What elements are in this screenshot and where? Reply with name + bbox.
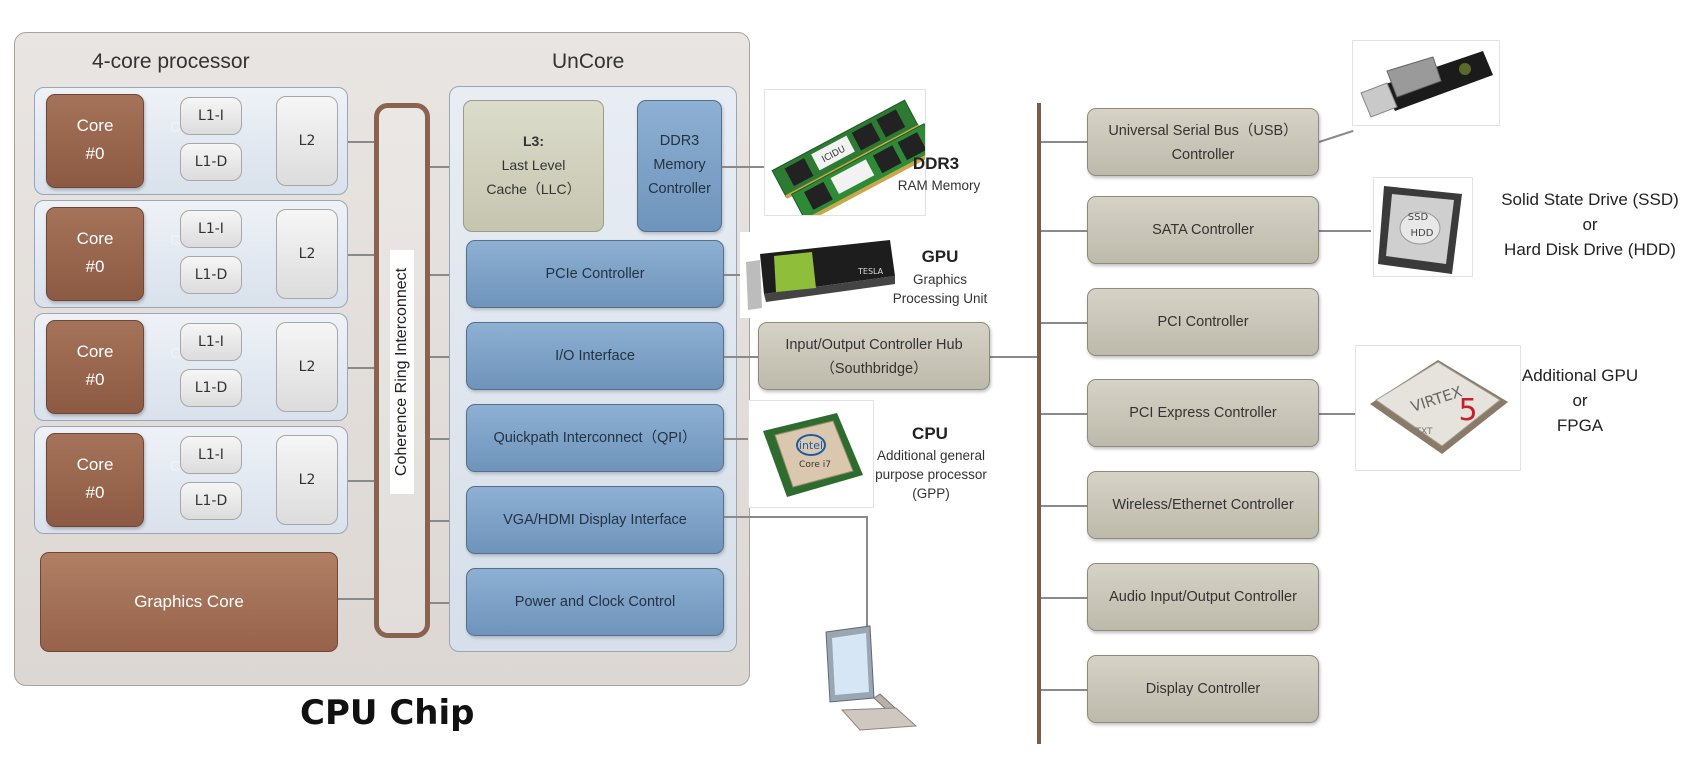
audio-io-controller: Audio Input/Output Controller xyxy=(1087,563,1319,631)
l2-ring-link xyxy=(338,480,374,482)
cpu-title: CPU xyxy=(912,424,948,443)
gpu-card-brand: TESLA xyxy=(857,267,884,276)
l2-cache: L2 xyxy=(276,209,338,299)
vga-monitor-drop xyxy=(866,516,868,626)
pcie-controller: PCIe Controller xyxy=(466,240,724,308)
qpi-interconnect: Quickpath Interconnect（QPI） xyxy=(466,404,724,472)
pcie-device-link xyxy=(1319,413,1367,415)
fpga-sub: TXT xyxy=(1414,427,1433,437)
uncore-title: UnCore xyxy=(552,50,625,73)
usb-device-link xyxy=(1318,129,1354,143)
fpga-mark: 5 xyxy=(1458,393,1477,428)
ring-qpi-link xyxy=(430,438,466,440)
cpu-brand: intel xyxy=(799,439,823,452)
storage-label: Solid State Drive (SSD) or Hard Disk Dri… xyxy=(1501,190,1679,259)
system-bus xyxy=(1037,103,1041,744)
l1-data-cache: L1-D xyxy=(180,143,242,181)
ram-title: DDR3 xyxy=(912,154,960,173)
bus-pci-link xyxy=(1041,322,1087,324)
cpu-image: intel Core i7 xyxy=(748,400,874,508)
qpi-cpu-link xyxy=(724,438,752,440)
l2-ring-link xyxy=(338,254,374,256)
ring-io-link xyxy=(430,356,466,358)
core-block: Core#0 xyxy=(46,433,144,527)
core-block: Core#0 xyxy=(46,207,144,301)
gpu-card-image: TESLA xyxy=(740,232,900,318)
l2-cache: L2 xyxy=(276,96,338,186)
core-block: Core#0 xyxy=(46,94,144,188)
gpu-title: GPU xyxy=(921,247,959,266)
l1-data-cache: L1-D xyxy=(180,482,242,520)
vga-monitor-link xyxy=(724,516,868,518)
monitor-icon xyxy=(820,622,920,742)
bus-wireless-link xyxy=(1041,505,1087,507)
l1-data-cache: L1-D xyxy=(180,369,242,407)
l2-cache: L2 xyxy=(276,322,338,412)
l1-instruction-cache: L1-I xyxy=(180,323,242,361)
ring-vga-link xyxy=(430,520,466,522)
ram-image: ICIDU xyxy=(764,89,926,216)
l1-instruction-cache: L1-I xyxy=(180,210,242,248)
ring-label: Coherence Ring Interconnect xyxy=(390,250,414,494)
ring-pcie-link xyxy=(430,274,466,276)
graphics-ring-link xyxy=(338,598,374,600)
io-interface: I/O Interface xyxy=(466,322,724,390)
usb-controller: Universal Serial Bus（USB） Controller xyxy=(1087,108,1319,176)
bus-display-link xyxy=(1041,689,1087,691)
ring-l3-link xyxy=(430,166,463,168)
cpu-model: Core i7 xyxy=(799,460,831,470)
display-controller: Display Controller xyxy=(1087,655,1319,723)
io-ioh-link xyxy=(724,356,758,358)
ddr3-memory-controller: DDR3 Memory Controller xyxy=(637,100,722,232)
l1-instruction-cache: L1-I xyxy=(180,97,242,135)
processor-title: 4-core processor xyxy=(92,50,250,73)
gpu-subtitle: Graphics Processing Unit xyxy=(892,272,988,306)
l2-ring-link xyxy=(338,367,374,369)
bus-audio-link xyxy=(1041,597,1087,599)
pci-express-controller: PCI Express Controller xyxy=(1087,379,1319,447)
pci-controller: PCI Controller xyxy=(1087,288,1319,356)
ssd-label: SSD xyxy=(1408,212,1429,223)
l1-data-cache: L1-D xyxy=(180,256,242,294)
sata-controller: SATA Controller xyxy=(1087,196,1319,264)
power-clock-control: Power and Clock Control xyxy=(466,568,724,636)
graphics-core: Graphics Core xyxy=(40,552,338,652)
ssd-hdd-image: SSD HDD xyxy=(1373,177,1473,277)
l3-cache: L3: Last Level Cache（LLC） xyxy=(463,100,604,232)
l2-ring-link xyxy=(338,141,374,143)
ioh-bus-link xyxy=(990,356,1039,358)
hdd-label: HDD xyxy=(1411,228,1434,239)
fpga-chip-image: VIRTEX 5 TXT xyxy=(1355,345,1521,471)
l1-instruction-cache: L1-I xyxy=(180,436,242,474)
l2-cache: L2 xyxy=(276,435,338,525)
bus-sata-link xyxy=(1041,230,1087,232)
usb-stick-image xyxy=(1352,40,1500,126)
sata-device-link xyxy=(1319,230,1371,232)
core-block: Core#0 xyxy=(46,320,144,414)
ring-power-link xyxy=(430,602,466,604)
vga-hdmi-interface: VGA/HDMI Display Interface xyxy=(466,486,724,554)
accelerator-label: Additional GPU or FPGA xyxy=(1521,366,1639,435)
io-controller-hub: Input/Output Controller Hub （Southbridge… xyxy=(758,322,990,390)
cpu-subtitle: Additional general purpose processor (GP… xyxy=(875,448,987,501)
cpu-chip-label: CPU Chip xyxy=(300,693,475,733)
bus-pcie-link xyxy=(1041,413,1087,415)
bus-usb-link xyxy=(1041,141,1087,143)
ddr3-ram-link xyxy=(722,166,766,168)
wireless-ethernet-controller: Wireless/Ethernet Controller xyxy=(1087,471,1319,539)
ram-subtitle: RAM Memory xyxy=(897,178,981,193)
